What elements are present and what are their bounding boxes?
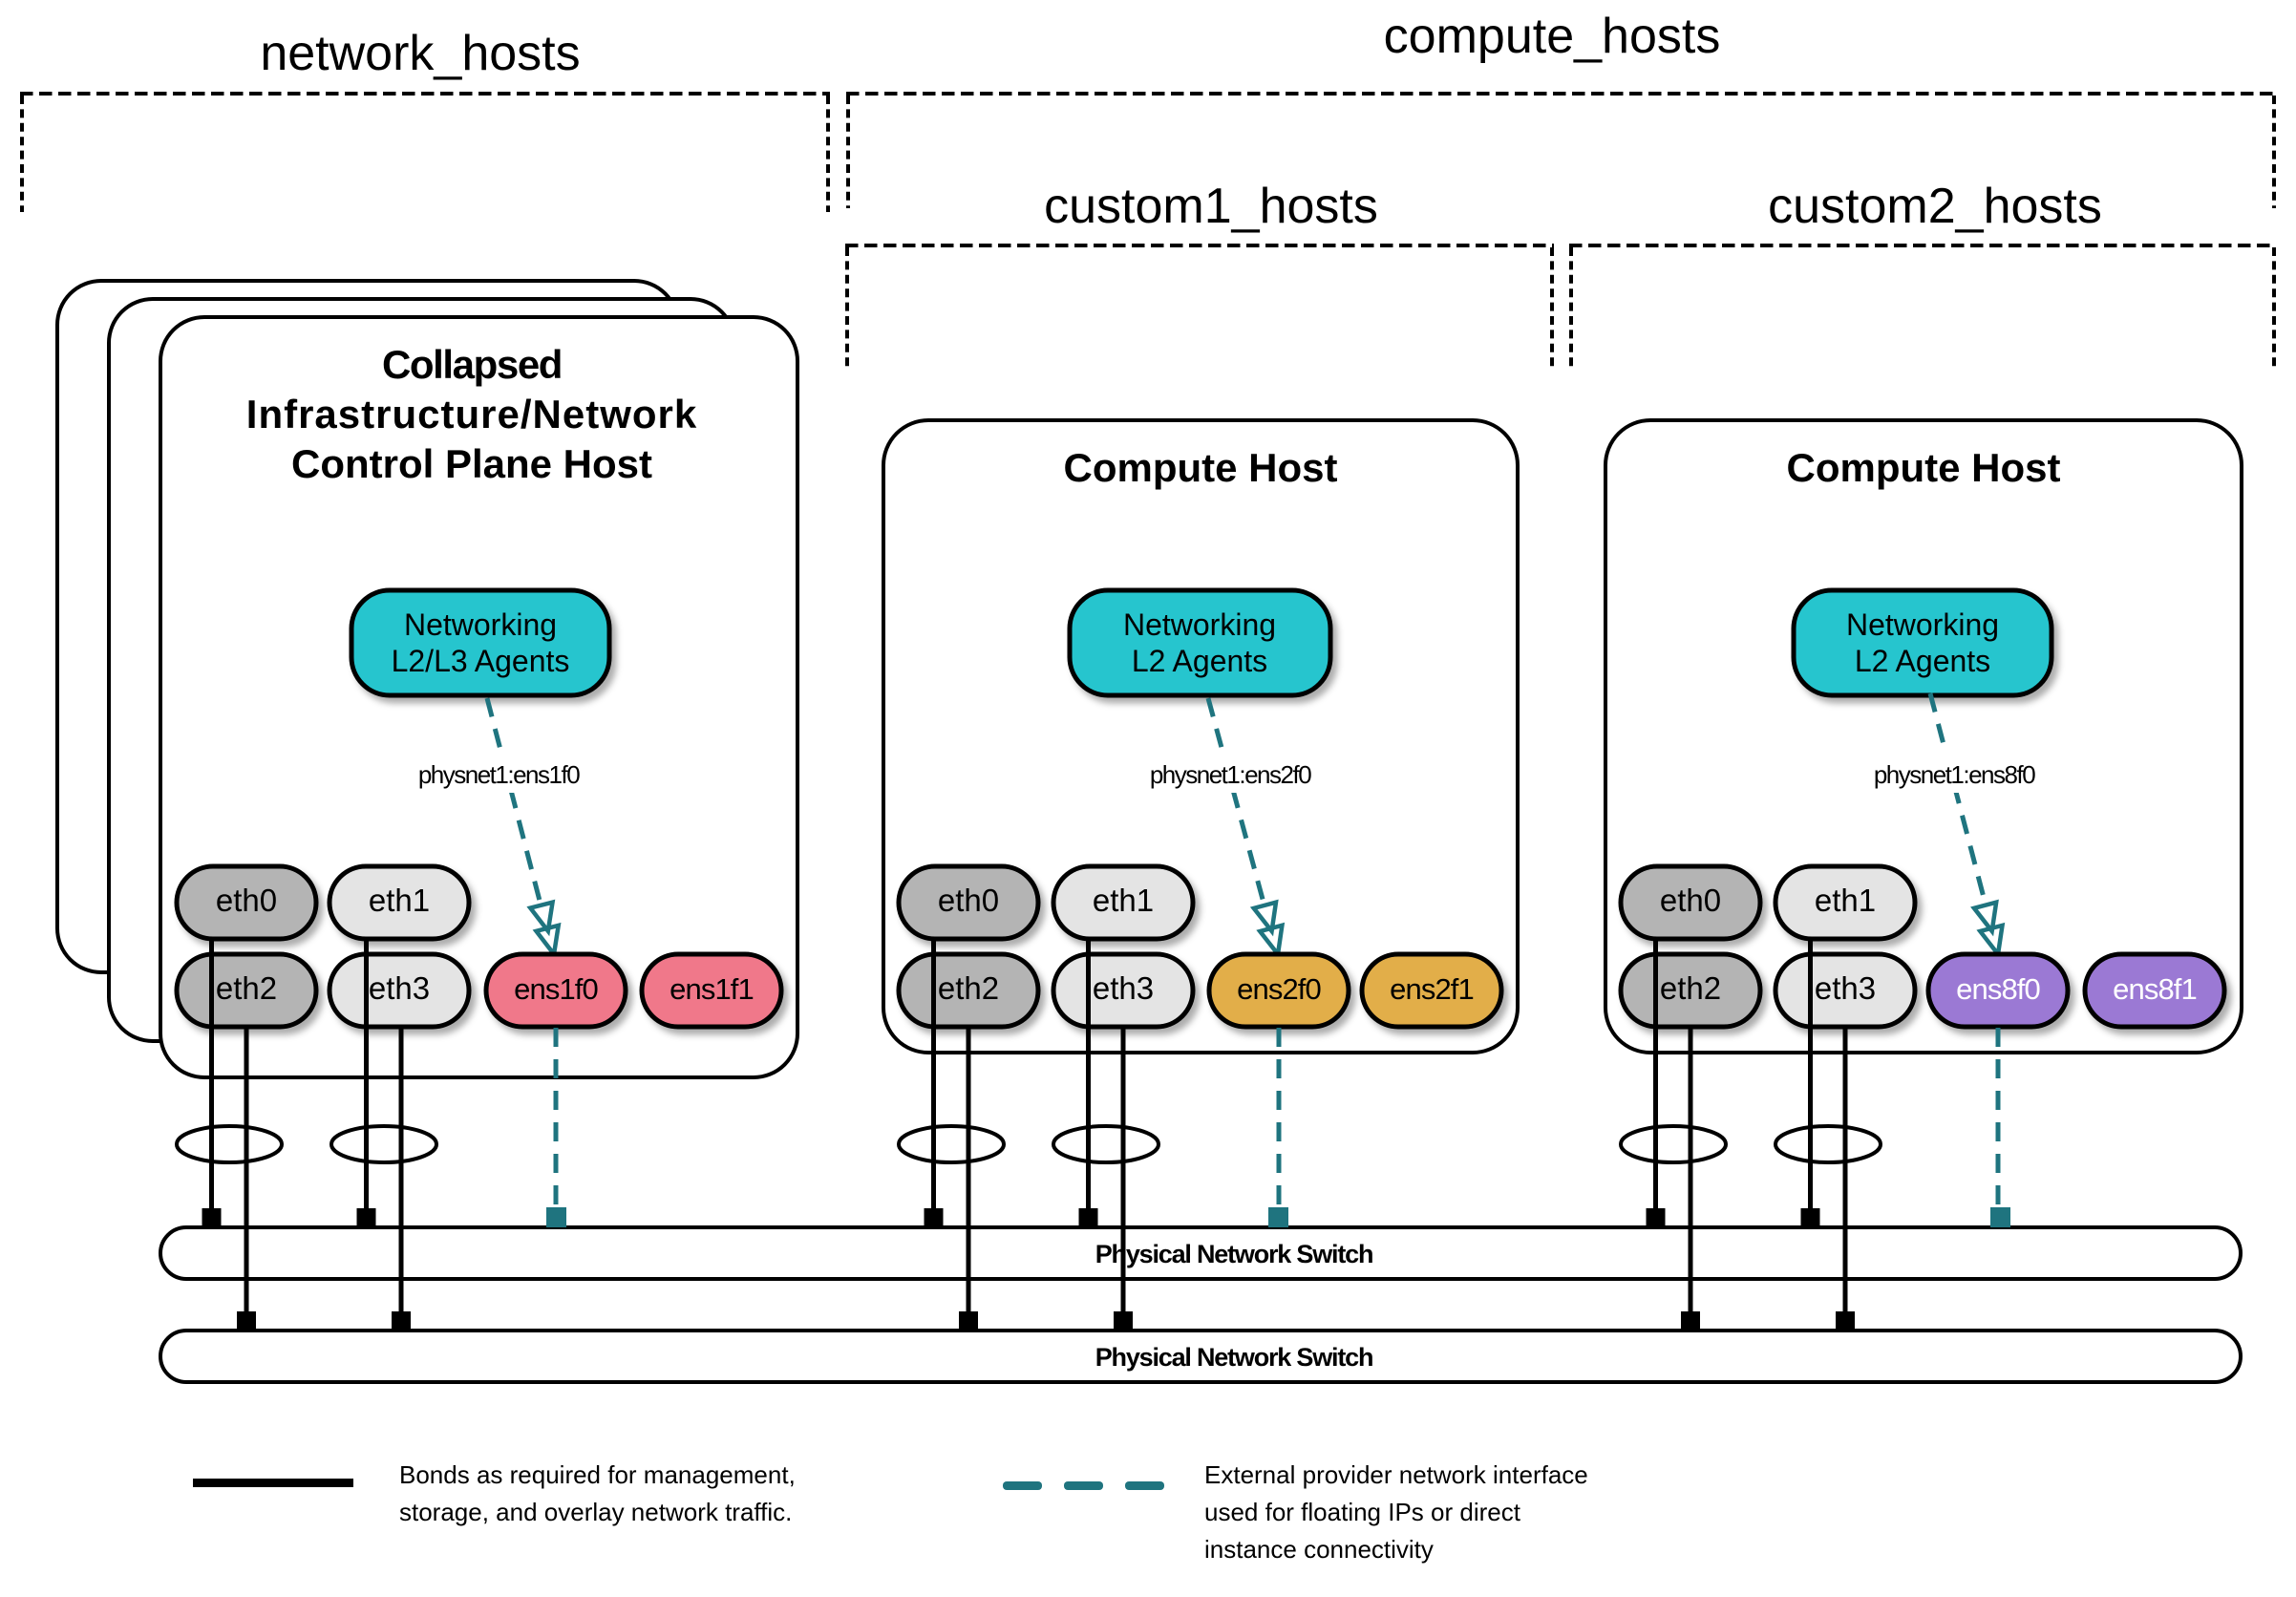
svg-text:ens8f0: ens8f0 — [1956, 972, 2040, 1006]
svg-text:eth0: eth0 — [216, 883, 277, 918]
svg-text:Physical Network Switch: Physical Network Switch — [1095, 1343, 1373, 1372]
svg-text:physnet1:ens8f0: physnet1:ens8f0 — [1874, 760, 2035, 789]
svg-text:Compute Host: Compute Host — [1787, 445, 2061, 490]
svg-text:eth3: eth3 — [1093, 970, 1154, 1006]
svg-text:ens1f1: ens1f1 — [670, 972, 754, 1006]
svg-text:Compute Host: Compute Host — [1064, 445, 1338, 490]
svg-text:eth2: eth2 — [938, 970, 999, 1006]
svg-text:eth0: eth0 — [938, 883, 999, 918]
svg-text:Networking: Networking — [1123, 607, 1276, 642]
svg-text:physnet1:ens2f0: physnet1:ens2f0 — [1150, 760, 1311, 789]
svg-text:network_hosts: network_hosts — [260, 26, 580, 81]
svg-text:eth1: eth1 — [369, 883, 430, 918]
svg-text:Control Plane Host: Control Plane Host — [291, 441, 652, 486]
svg-text:eth1: eth1 — [1093, 883, 1154, 918]
svg-text:eth2: eth2 — [216, 970, 277, 1006]
svg-text:storage, and overlay network t: storage, and overlay network traffic. — [399, 1498, 792, 1526]
svg-text:eth0: eth0 — [1660, 883, 1721, 918]
svg-text:custom1_hosts: custom1_hosts — [1044, 179, 1378, 234]
svg-text:ens2f0: ens2f0 — [1237, 972, 1321, 1006]
svg-text:eth2: eth2 — [1660, 970, 1721, 1006]
svg-text:L2 Agents: L2 Agents — [1855, 644, 1990, 678]
svg-text:Networking: Networking — [404, 607, 557, 642]
svg-text:External provider network inte: External provider network interface — [1204, 1460, 1588, 1489]
svg-text:ens1f0: ens1f0 — [514, 972, 598, 1006]
svg-text:ens8f1: ens8f1 — [2113, 972, 2197, 1006]
svg-text:ens2f1: ens2f1 — [1390, 972, 1474, 1006]
svg-text:Bonds as required for manageme: Bonds as required for management, — [399, 1460, 796, 1489]
svg-text:Infrastructure/Network: Infrastructure/Network — [246, 392, 697, 437]
svg-text:Networking: Networking — [1846, 607, 1999, 642]
svg-text:eth1: eth1 — [1815, 883, 1876, 918]
svg-text:Collapsed: Collapsed — [382, 342, 562, 387]
svg-text:eth3: eth3 — [1815, 970, 1876, 1006]
svg-text:eth3: eth3 — [369, 970, 430, 1006]
svg-text:instance connectivity: instance connectivity — [1204, 1535, 1434, 1564]
svg-text:used for floating IPs or direc: used for floating IPs or direct — [1204, 1498, 1521, 1526]
svg-text:Physical Network Switch: Physical Network Switch — [1095, 1240, 1373, 1268]
svg-text:L2 Agents: L2 Agents — [1132, 644, 1267, 678]
svg-text:L2/L3 Agents: L2/L3 Agents — [392, 644, 570, 678]
svg-text:compute_hosts: compute_hosts — [1384, 9, 1721, 64]
svg-text:physnet1:ens1f0: physnet1:ens1f0 — [418, 760, 580, 789]
svg-text:custom2_hosts: custom2_hosts — [1768, 179, 2102, 234]
